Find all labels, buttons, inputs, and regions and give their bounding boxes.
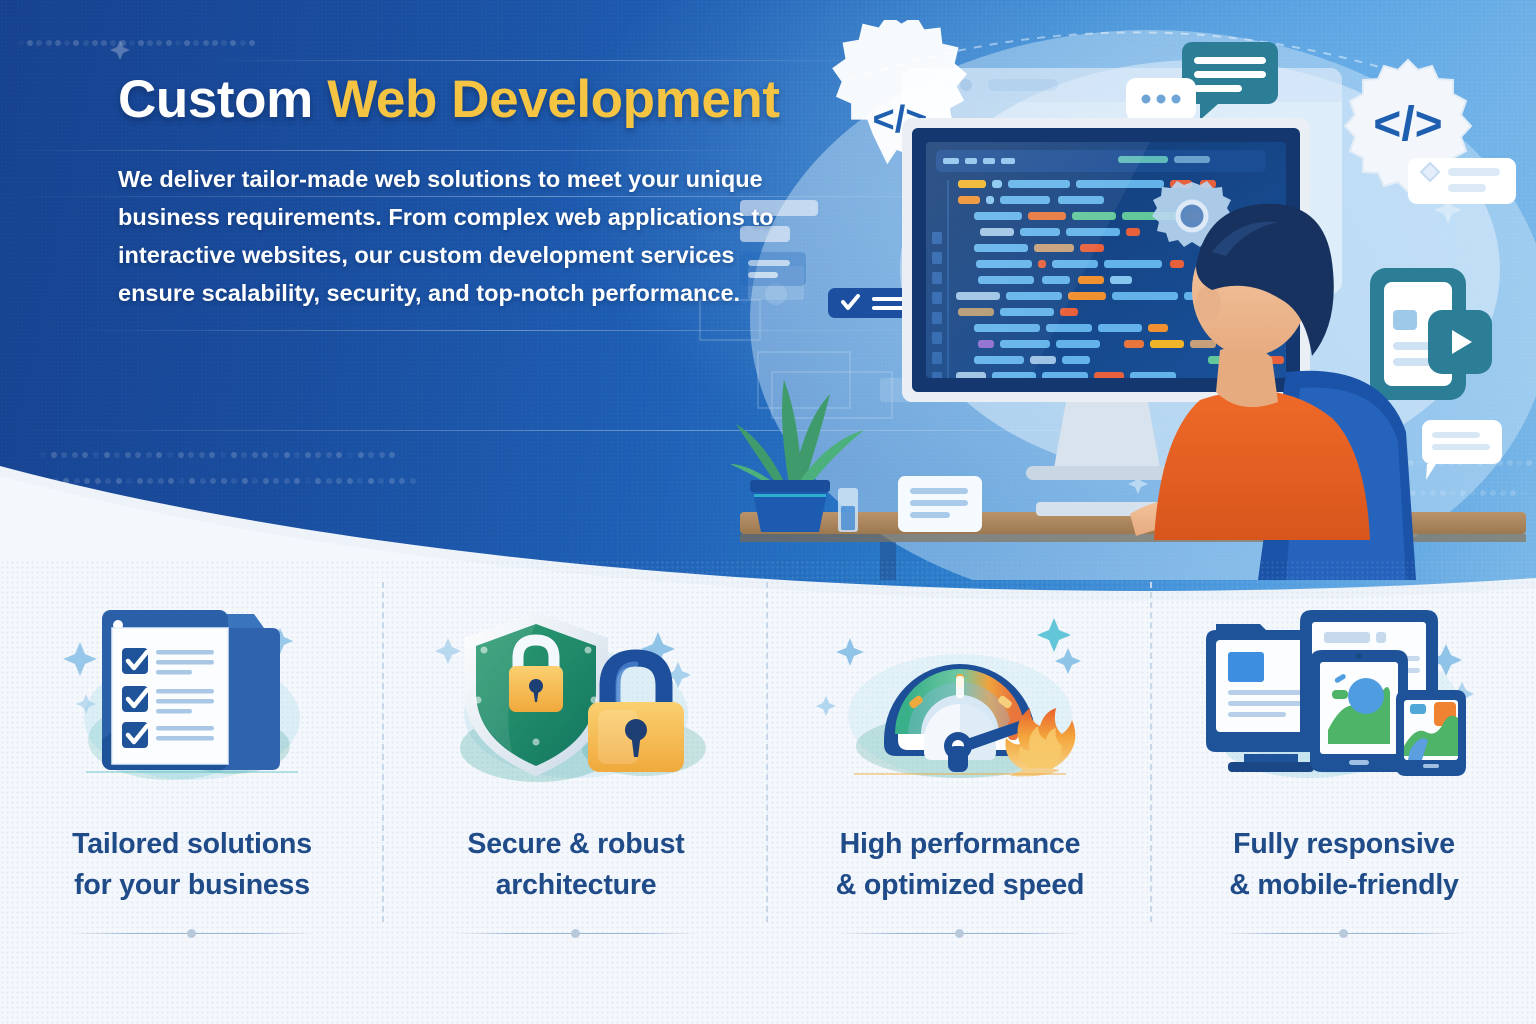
feature-card-high-performance[interactable]: High performance & optimized speed (768, 560, 1152, 1024)
chat-bubble-small-right (1422, 420, 1502, 480)
chat-bubble-teal (1182, 42, 1278, 120)
media-play-card (1370, 268, 1492, 400)
hero-illustration: </> (730, 14, 1536, 610)
responsive-devices-icon (1194, 590, 1494, 786)
hero-subcopy: We deliver tailor-made web solutions to … (118, 166, 774, 307)
feature-caption-line2: & mobile-friendly (1229, 869, 1459, 902)
feature-card-secure-architecture[interactable]: Secure & robust architecture (384, 560, 768, 1024)
feature-caption-line2: for your business (74, 869, 310, 902)
feature-caption-line1: Fully responsive (1233, 828, 1455, 860)
feature-card-fully-responsive[interactable]: Fully responsive & mobile-friendly (1152, 560, 1536, 1024)
hero-text-block: Custom Web Development We deliver tailor… (118, 70, 780, 312)
shield-padlock-icon (426, 590, 726, 786)
caption-rule (70, 928, 314, 938)
feature-caption-line2: & optimized speed (835, 869, 1085, 902)
page-title: Custom Web Development (118, 70, 780, 129)
svg-text:</>: </> (1373, 98, 1442, 151)
light-streak (60, 330, 960, 331)
speedometer-flame-icon (810, 590, 1110, 786)
note-card (898, 476, 982, 532)
potted-plant (730, 380, 864, 532)
headline-primary: Custom (118, 70, 313, 129)
wave-divider (0, 466, 1536, 610)
features-section: Tailored solutions for your business (0, 560, 1536, 1024)
feature-caption: Fully responsive & mobile-friendly (1229, 824, 1459, 907)
clipboard-checklist-icon (42, 590, 342, 786)
dot-row (40, 452, 400, 459)
feature-caption: High performance & optimized speed (835, 824, 1085, 907)
hero-section: </> (0, 0, 1536, 610)
feature-divider (382, 582, 384, 922)
light-streak (0, 430, 1360, 431)
headline-accent: Web Development (327, 70, 780, 129)
developer-person (1130, 203, 1370, 540)
feature-caption: Tailored solutions for your business (72, 824, 312, 907)
feature-caption-line1: Secure & robust (467, 828, 685, 860)
feature-caption-line1: High performance (839, 828, 1081, 860)
light-streak (0, 150, 780, 151)
light-streak (0, 196, 1100, 197)
light-streak (200, 60, 900, 61)
feature-divider (766, 582, 768, 922)
hero-blueprint-decor (0, 0, 1536, 600)
feature-caption: Secure & robust architecture (467, 824, 684, 907)
feature-card-tailored-solutions[interactable]: Tailored solutions for your business (0, 560, 384, 1024)
caption-rule (1222, 928, 1466, 938)
feature-caption-line2: architecture (495, 869, 657, 902)
feature-caption-line1: Tailored solutions (72, 828, 312, 860)
dot-row (18, 40, 258, 47)
code-editor-content (926, 142, 1284, 378)
feature-divider (1150, 582, 1152, 922)
caption-rule (838, 928, 1082, 938)
checkmark-chip (828, 288, 922, 318)
code-tag-card (1408, 158, 1516, 204)
caption-rule (454, 928, 698, 938)
